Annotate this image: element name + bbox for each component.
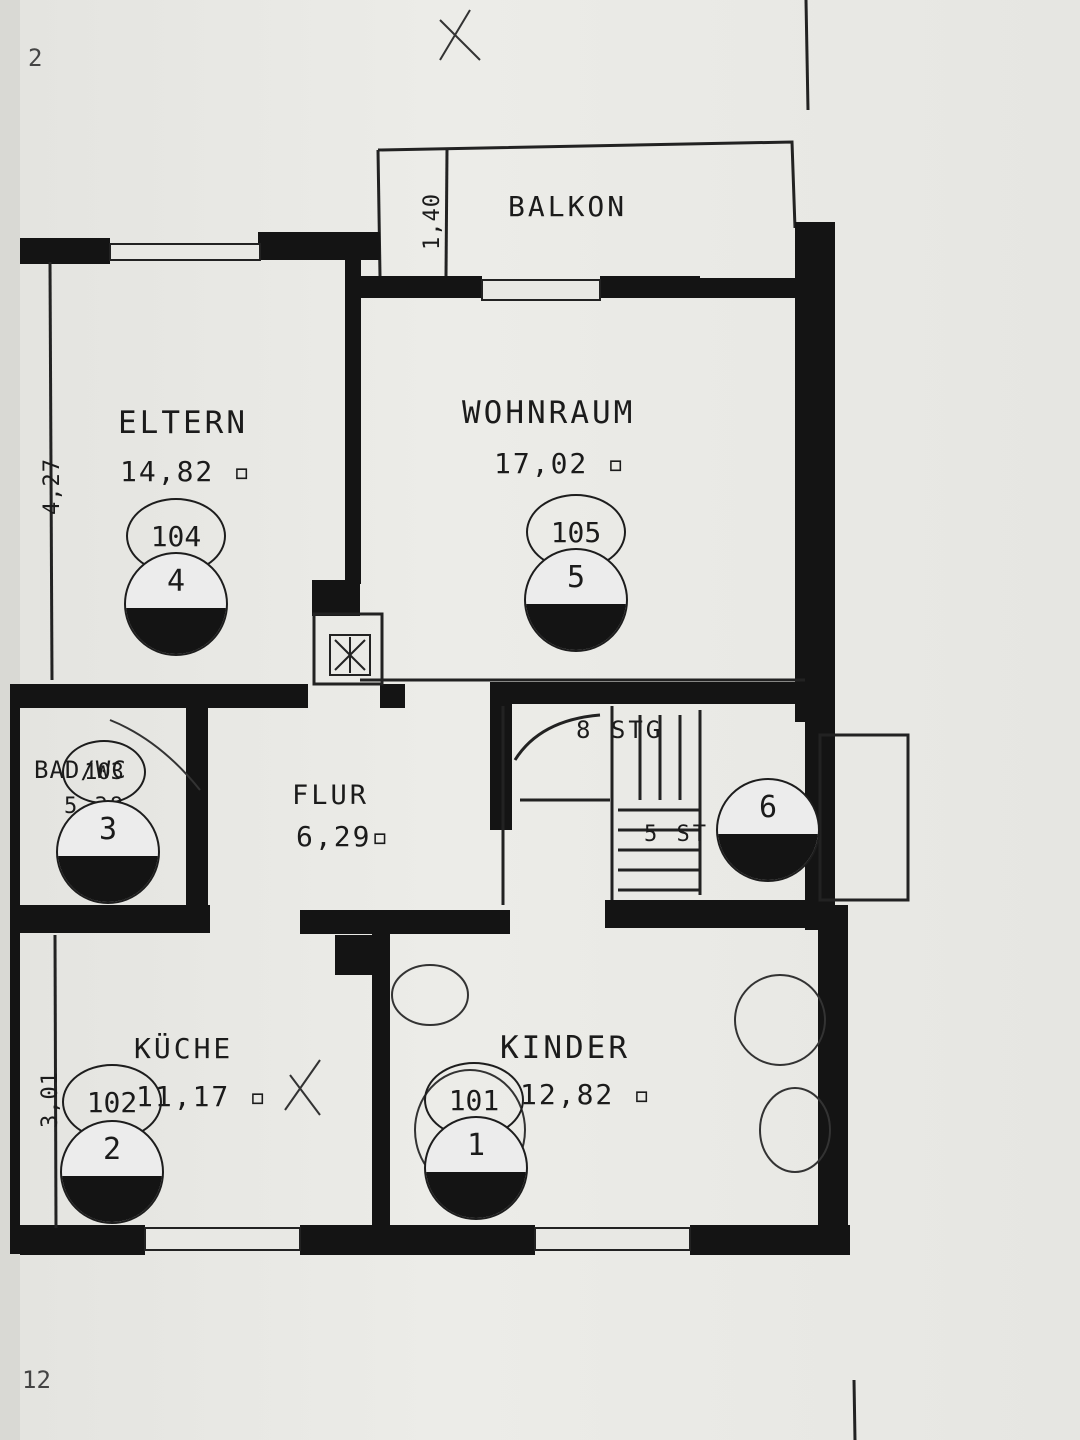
shaft-symbol <box>329 634 371 676</box>
room-badge-kueche-value: 2 <box>102 1132 122 1167</box>
inner-lines <box>48 0 910 1440</box>
room-badge-eltern-value: 4 <box>166 564 186 599</box>
dimension-kueche: 3,01 <box>38 1071 63 1128</box>
room-badge-treppe-value: 6 <box>758 790 778 825</box>
room-badge-kinder-value: 1 <box>466 1128 486 1163</box>
room-number-bad: 103 <box>62 740 146 804</box>
room-badge-bad: 3 <box>56 800 160 904</box>
stair-label-upper: 8 STG <box>576 716 664 744</box>
area-eltern: 14,82 ▫ <box>120 455 253 488</box>
room-badge-wohnraum-value: 5 <box>566 560 586 595</box>
room-badge-kinder: 1 <box>424 1116 528 1220</box>
dimension-eltern: 4,27 <box>40 458 65 515</box>
stair-label-lower: 5 ST <box>644 822 709 847</box>
room-number-kueche-value: 102 <box>86 1085 138 1119</box>
area-wohnraum: 17,02 ▫ <box>494 447 627 480</box>
area-flur: 6,29▫ <box>296 820 391 853</box>
windows <box>109 243 691 1251</box>
room-badge-wohnraum: 5 <box>524 548 628 652</box>
room-label-balkon: BALKON <box>508 190 628 223</box>
room-label-kueche: KÜCHE <box>134 1032 234 1065</box>
room-badge-treppe: 6 <box>716 778 820 882</box>
room-badge-eltern: 4 <box>124 552 228 656</box>
room-badge-bad-value: 3 <box>98 812 118 847</box>
room-number-bad-value: 103 <box>84 759 124 785</box>
room-badge-kueche: 2 <box>60 1120 164 1224</box>
page-marker-top: 2 <box>28 44 43 72</box>
room-label-flur: FLUR <box>292 780 370 811</box>
room-number-eltern-value: 104 <box>150 519 202 553</box>
room-number-kinder-value: 101 <box>448 1083 500 1117</box>
room-number-wohnraum-value: 105 <box>550 515 602 549</box>
room-label-eltern: ELTERN <box>118 405 248 441</box>
room-label-wohnraum: WOHNRAUM <box>462 395 636 431</box>
page-marker-bottom: 12 <box>22 1366 51 1394</box>
dimension-balkon: 1,40 <box>420 193 445 250</box>
room-label-kinder: KINDER <box>500 1030 630 1066</box>
area-kinder: 12,82 ▫ <box>520 1078 653 1111</box>
